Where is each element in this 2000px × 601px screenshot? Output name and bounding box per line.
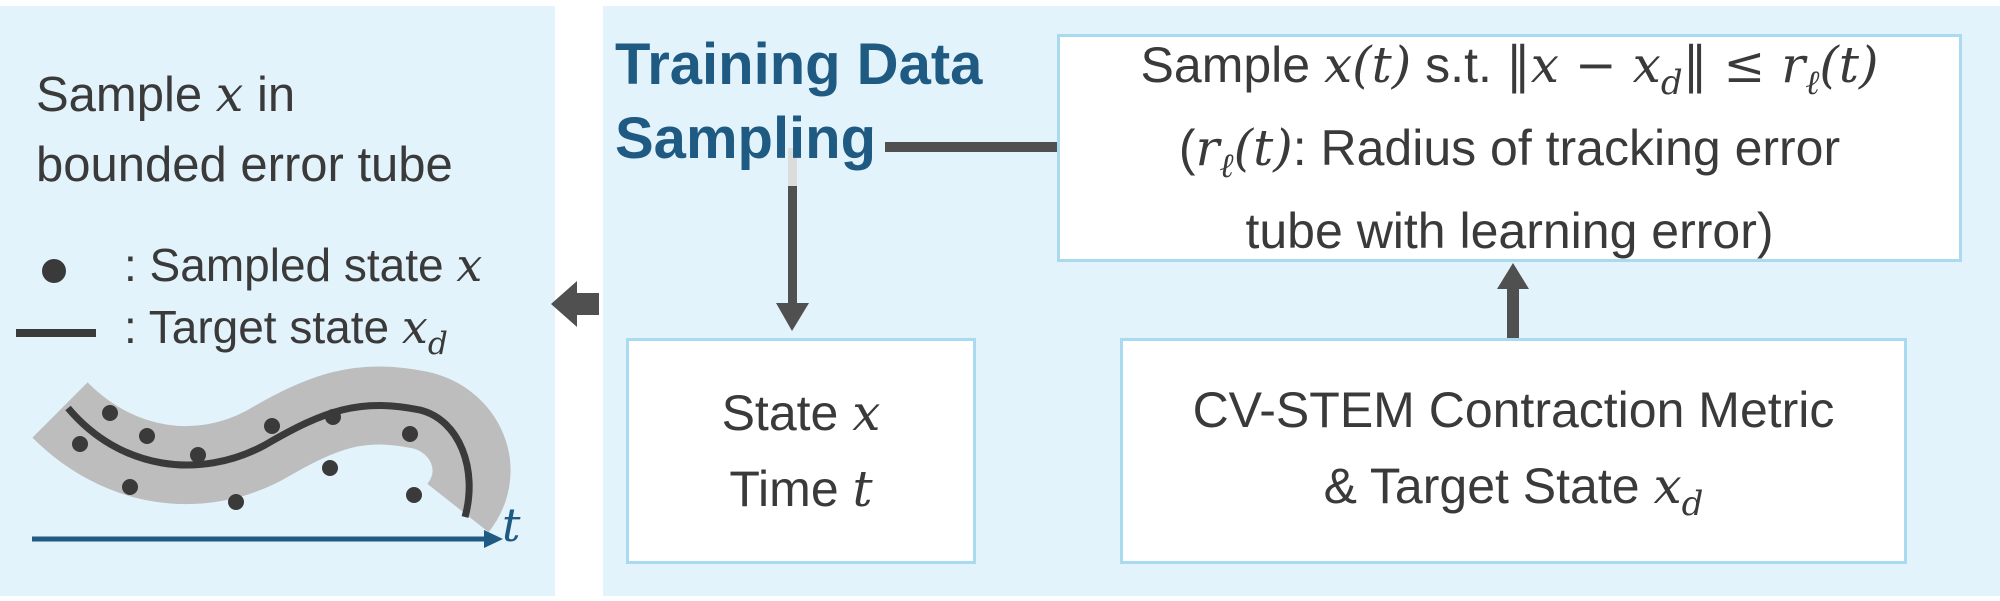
cvstem-box: CV-STEM Contraction Metric & Target Stat… [1120,338,1907,564]
sampled-dot [325,409,341,425]
title-line-1: Training Data [615,32,983,97]
sample-condition-line-2: (rℓ(t): Radius of tracking error [1178,119,1841,186]
sampled-dot [228,494,244,510]
legend-dot-icon [42,259,66,283]
sample-condition-line-3: tube with learning error) [1245,202,1774,259]
title-to-top-box-connector [885,142,1057,152]
cvstem-line-1: CV-STEM Contraction Metric [1192,381,1835,438]
target-trajectory [65,402,473,518]
sample-condition-line-1: Sample x(t) s.t. ‖x − xd‖ ≤ rℓ(t) [1140,36,1879,104]
time-axis-arrowhead-icon [484,530,503,548]
to-left-panel-arrowhead-icon [551,281,577,327]
sampled-dot [402,426,418,442]
title-to-state-arrow-shaft [788,186,797,306]
state-time-box: State x Time t [626,338,976,564]
state-line: State x [721,384,881,442]
training-data-sampling-title: Training Data Sampling [615,28,982,175]
sampled-dot [322,460,338,476]
title-to-state-arrow-fade [788,148,797,186]
sampled-dot [139,428,155,444]
cvstem-to-top-arrowhead-icon [1497,263,1529,289]
sampled-dot [102,405,118,421]
cvstem-line-2: & Target State xd [1323,456,1704,524]
bounded-error-tube-heading: bounded error tube [36,138,453,192]
to-left-panel-arrow-shaft [575,293,599,315]
time-line: Time t [729,460,873,518]
sampled-dot [190,447,206,463]
title-line-2: Sampling [615,105,877,171]
sample-in-tube-heading: Sample x in [36,66,296,123]
sampled-state-dots [72,405,422,510]
legend-line-icon [16,329,96,337]
time-axis-label: t [502,498,521,552]
sampled-dot [72,436,88,452]
sampled-dot [122,479,138,495]
title-to-state-arrowhead-icon [776,303,809,331]
sampled-dot [264,418,280,434]
legend-target-state-label: : Target state xd [124,300,448,362]
legend-sampled-state-label: : Sampled state x [124,238,483,292]
sample-condition-box: Sample x(t) s.t. ‖x − xd‖ ≤ rℓ(t) (rℓ(t)… [1057,34,1962,262]
sampled-dot [406,487,422,503]
cvstem-to-top-arrow-shaft [1507,286,1519,338]
